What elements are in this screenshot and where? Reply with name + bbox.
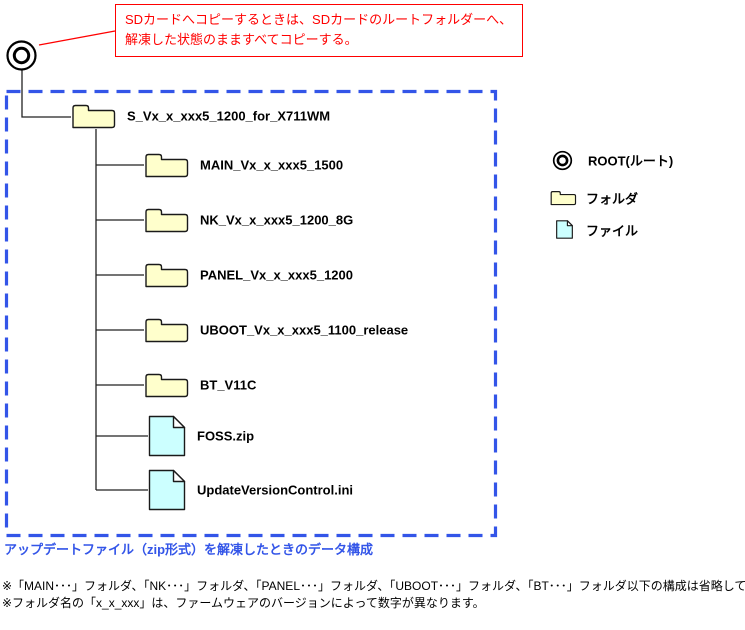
folder-icon	[72, 104, 116, 129]
folder-label: BT_V11C	[200, 377, 257, 393]
file-icon	[148, 415, 186, 457]
file-label: UpdateVersionControl.ini	[197, 482, 354, 498]
folder-icon	[145, 153, 189, 178]
footnotes: ※「MAIN･･･」フォルダ、「NK･･･」フォルダ、「PANEL･･･」フォル…	[2, 578, 745, 612]
folder-icon	[145, 208, 189, 233]
folder-label: MAIN_Vx_x_xxx5_1500	[200, 157, 344, 173]
folder-label: PANEL_Vx_x_xxx5_1200	[200, 267, 353, 283]
folder-label: S_Vx_x_xxx5_1200_for_X711WM	[127, 108, 331, 124]
diagram-caption: アップデートファイル（zip形式）を解凍したときのデータ構成	[4, 542, 374, 557]
folder-icon	[145, 373, 189, 398]
root-connector-line	[21, 70, 71, 118]
footnote-line1: ※「MAIN･･･」フォルダ、「NK･･･」フォルダ、「PANEL･･･」フォル…	[2, 579, 745, 593]
legend-file-label: ファイル	[586, 223, 639, 239]
legend-folder-icon	[550, 191, 577, 206]
callout-text-line1: SDカードへコピーするときは、SDカードのルートフォルダーへ、	[125, 12, 513, 27]
folder-label: UBOOT_Vx_x_xxx5_1100_release	[200, 322, 409, 338]
legend-root-icon	[552, 150, 573, 171]
callout-leader-line	[38, 30, 116, 46]
folder-icon	[145, 318, 189, 343]
folder-icon	[145, 263, 189, 288]
callout-text-line2: 解凍した状態のまますべてコピーする。	[125, 32, 358, 47]
footnote-line2: ※フォルダ名の「x_x_xxx」は、ファームウェアのバージョンによって数字が異な…	[2, 596, 485, 610]
file-icon	[148, 469, 186, 511]
legend-file-icon	[556, 220, 573, 239]
folder-label: NK_Vx_x_xxx5_1200_8G	[200, 212, 354, 228]
callout-box: SDカードへコピーするときは、SDカードのルートフォルダーへ、 解凍した状態のま…	[115, 4, 523, 57]
legend-root-label: ROOT(ルート)	[588, 153, 674, 169]
root-icon	[6, 40, 37, 71]
file-label: FOSS.zip	[197, 428, 255, 444]
legend-folder-label: フォルダ	[586, 191, 639, 207]
